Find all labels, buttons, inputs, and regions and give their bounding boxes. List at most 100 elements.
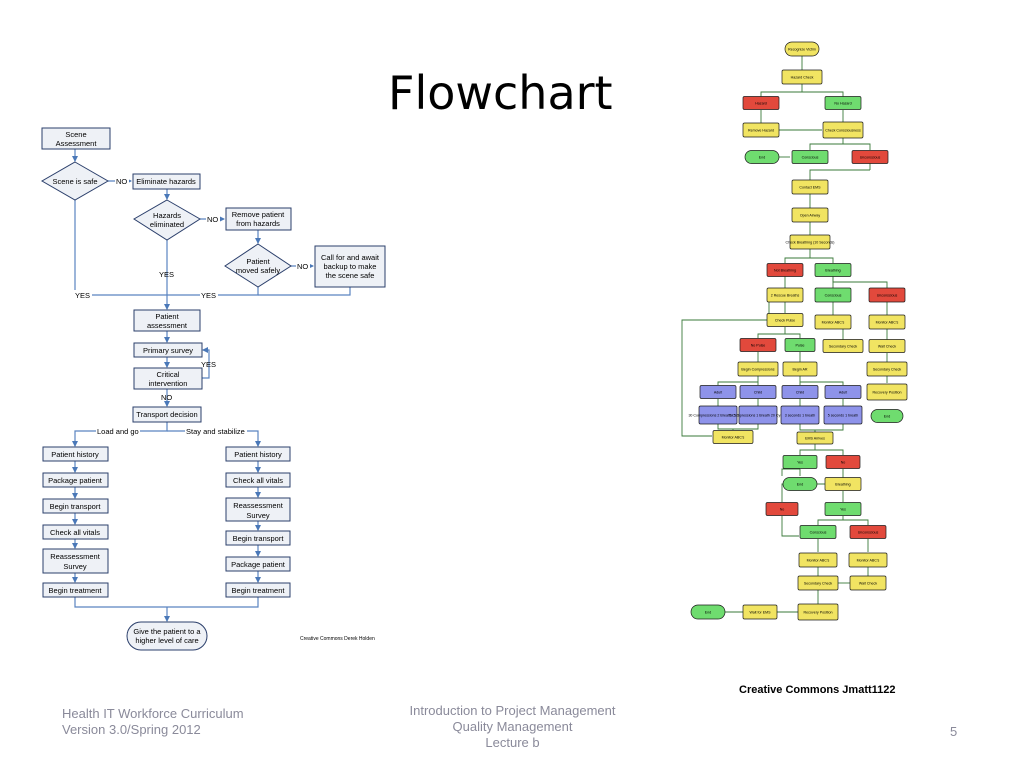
rnode-no1: No — [825, 455, 861, 469]
right-connectors — [681, 56, 888, 613]
rnode-label: No Hazard — [834, 101, 851, 105]
rnode-compressions-child: 5 Compressions 1 Breath 20 Cycles — [729, 405, 787, 425]
edge-label-yes: YES — [201, 291, 216, 300]
rnode-label: 5 seconds 1 breath — [828, 413, 859, 417]
node-remove-patient: Remove patient from hazards — [225, 207, 292, 231]
rnode-wait-check2: Wait Check — [849, 575, 887, 591]
edge-label-load-and-go: Load and go — [97, 427, 139, 436]
rnode-label: Breathing — [835, 482, 850, 486]
rnode-conscious2: Conscious — [814, 287, 852, 303]
rnode-begin-compressions: Begin Compressions — [737, 361, 779, 377]
footer-center-line2: Quality Management — [452, 719, 573, 734]
rnode-monitor-abcs2: Monitor ABC's — [868, 314, 906, 330]
rnode-recognize: Recognize Victim — [784, 41, 820, 57]
rnode-label: Conscious — [810, 530, 827, 534]
rnode-label: Adult — [714, 390, 722, 394]
svg-text:Begin treatment: Begin treatment — [49, 586, 103, 595]
rnode-check-pulse: Check Pulse — [766, 313, 804, 327]
reassessment-line1: Reassessment — [50, 552, 101, 561]
rnode-label: 30 Compressions 2 Breaths 5 Cycles — [688, 413, 747, 417]
svg-text:Package patient: Package patient — [48, 476, 103, 485]
rnode-label: Hazard — [755, 101, 767, 105]
rnode-label: Not Breathing — [774, 268, 796, 272]
edge-label-no: NO — [207, 215, 218, 224]
reassessment-line2: Survey — [63, 562, 87, 571]
rnode-label: Yes — [797, 460, 803, 464]
rnode-unconscious: Unconscious — [851, 150, 889, 164]
svg-text:Remove patient: Remove patient — [232, 210, 285, 219]
rnode-label: Yes — [840, 507, 846, 511]
edge-label-yes: YES — [159, 270, 174, 279]
rnode-label: Adult — [839, 390, 847, 394]
edge-label-no: NO — [161, 393, 172, 402]
node-give-patient: Give the patient to a higher level of ca… — [126, 621, 208, 651]
node-left-check-all-vitals: Check all vitals — [42, 524, 109, 540]
node-right-reassessment-survey: Reassessment Survey — [225, 497, 291, 522]
svg-text:Begin transport: Begin transport — [50, 502, 102, 511]
page-number: 5 — [950, 724, 958, 739]
rnode-begin-ar: Begin AR — [782, 361, 818, 377]
svg-text:the scene safe: the scene safe — [326, 271, 375, 280]
rnode-label: Wait for EMS — [749, 610, 771, 614]
rnode-label: No Pulse — [751, 343, 766, 347]
svg-text:Patient: Patient — [155, 312, 179, 321]
rnode-unconscious3: Unconscious — [849, 525, 887, 539]
rnode-label: Monitor ABC's — [722, 435, 745, 439]
rnode-end4: End — [690, 604, 726, 620]
rnode-child2: Child — [781, 385, 819, 399]
rnode-compressions-adult: 30 Compressions 2 Breaths 5 Cycles — [688, 405, 748, 425]
node-transport-decision: Transport decision — [132, 406, 202, 423]
node-left-begin-transport: Begin transport — [42, 498, 109, 514]
rnode-end3: End — [782, 477, 818, 491]
rnode-unconscious2: Unconscious — [868, 287, 906, 303]
rnode-label: Pulse — [796, 343, 805, 347]
rnode-monitor-abcs4: Monitor ABC's — [798, 552, 838, 568]
rnode-label: No — [841, 460, 846, 464]
rnode-label: Monitor ABC's — [807, 558, 830, 562]
rnode-remove-hazard: Remove Hazard — [742, 122, 780, 138]
rnode-no2: No — [765, 502, 799, 516]
svg-text:Call for and await: Call for and await — [321, 253, 380, 262]
rnode-pulse: Pulse — [784, 338, 816, 352]
reassessment-line1: Reassessment — [233, 501, 284, 510]
rnode-seconds-child: 3 seconds 1 breath — [780, 405, 820, 425]
svg-text:Assessment: Assessment — [56, 139, 98, 148]
svg-text:Patient: Patient — [246, 257, 270, 266]
credit-left: Creative Commons Derek Holden — [300, 636, 375, 642]
svg-text:Package patient: Package patient — [231, 560, 286, 569]
rnode-contact-ems: Contact EMS — [791, 179, 829, 195]
svg-text:Scene is safe: Scene is safe — [52, 177, 97, 186]
node-right-patient-history: Patient history — [225, 446, 291, 462]
svg-text:Transport decision: Transport decision — [136, 410, 197, 419]
rnode-monitor-abcs3: Monitor ABC's — [712, 430, 754, 444]
edge-label-yes: YES — [75, 291, 90, 300]
svg-text:Eliminate hazards: Eliminate hazards — [136, 177, 196, 186]
node-left-patient-history: Patient history — [42, 446, 109, 462]
rnode-label: End — [759, 155, 765, 159]
node-right-package-patient: Package patient — [225, 556, 291, 572]
rnode-label: End — [884, 414, 890, 418]
rnode-hazard: Hazard — [742, 96, 780, 110]
rnode-check-consciousness: Check Consciousness — [822, 121, 864, 139]
svg-text:Patient history: Patient history — [234, 450, 282, 459]
svg-text:assessment: assessment — [147, 321, 188, 330]
rnode-label: Remove Hazard — [748, 128, 774, 132]
rnode-label: 2 Rescue Breaths — [771, 293, 800, 297]
rnode-end1: End — [744, 150, 780, 164]
svg-text:Hazards: Hazards — [153, 211, 181, 220]
rnode-label: Child — [796, 390, 804, 394]
svg-text:Begin transport: Begin transport — [233, 534, 285, 543]
node-left-begin-treatment: Begin treatment — [42, 582, 109, 598]
node-patient-moved-safely: Patient moved safely — [224, 243, 292, 288]
node-right-check-all-vitals: Check all vitals — [225, 472, 291, 488]
rnode-secondary-check2: Secondary Check — [866, 361, 908, 377]
rnode-label: 3 seconds 1 breath — [785, 413, 816, 417]
rnode-label: End — [705, 610, 711, 614]
svg-text:moved safely: moved safely — [236, 266, 280, 275]
rnode-label: Wait Check — [859, 581, 877, 585]
rnode-monitor-abcs5: Monitor ABC's — [848, 552, 888, 568]
rnode-recovery-position2: Recovery Position — [797, 603, 839, 621]
rnode-label: Child — [754, 390, 762, 394]
svg-text:eliminated: eliminated — [150, 220, 184, 229]
footer-center-line1: Introduction to Project Management — [409, 703, 616, 718]
